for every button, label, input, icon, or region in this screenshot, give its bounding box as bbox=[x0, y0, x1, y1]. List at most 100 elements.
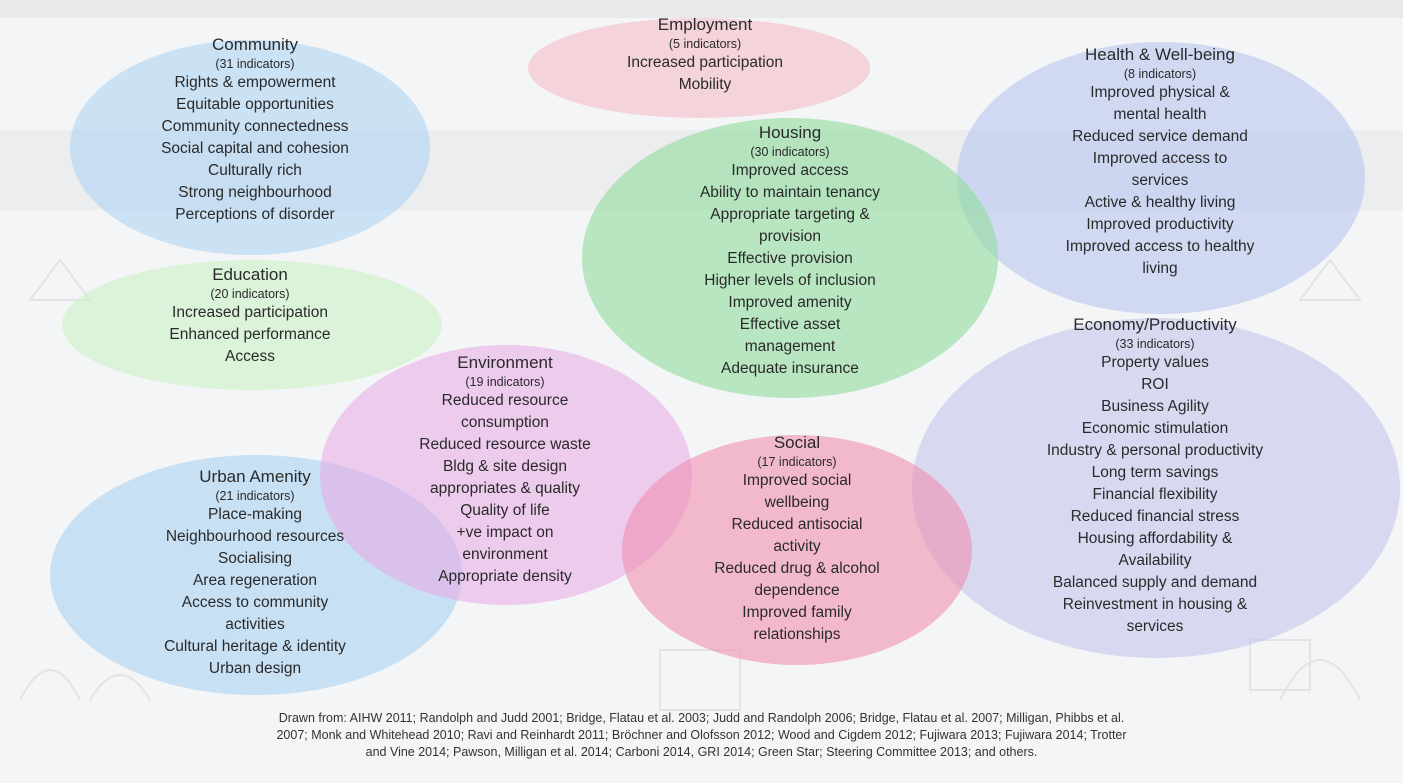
economy-item: Housing affordability & bbox=[1077, 530, 1233, 547]
health-item: mental health bbox=[1113, 106, 1207, 123]
environment-item: Reduced resource bbox=[441, 392, 569, 409]
environment-item: Quality of life bbox=[460, 502, 550, 519]
community-item: Perceptions of disorder bbox=[175, 206, 335, 223]
housing-item: Adequate insurance bbox=[721, 360, 859, 377]
social-item: Improved social bbox=[742, 472, 852, 489]
economy-group: Economy/Productivity (33 indicators) Pro… bbox=[995, 314, 1315, 638]
environment-group: Environment (19 indicators) Reduced reso… bbox=[365, 352, 645, 588]
community-item: Culturally rich bbox=[208, 162, 302, 179]
housing-item: Effective asset bbox=[739, 316, 841, 333]
economy-item: Financial flexibility bbox=[1092, 486, 1218, 503]
economy-item: Reduced financial stress bbox=[1070, 508, 1240, 525]
community-item: Community connectedness bbox=[161, 118, 349, 135]
community-item: Rights & empowerment bbox=[174, 74, 336, 91]
employment-count: (5 indicators) bbox=[668, 37, 742, 51]
environment-title: Environment bbox=[457, 353, 553, 372]
housing-item: provision bbox=[758, 228, 822, 245]
health-item: Reduced service demand bbox=[1072, 128, 1248, 145]
social-item: Reduced antisocial bbox=[731, 516, 863, 533]
economy-item: Economic stimulation bbox=[1081, 420, 1229, 437]
housing-group: Housing (30 indicators) Improved access … bbox=[640, 122, 940, 380]
social-item: wellbeing bbox=[764, 494, 830, 511]
housing-item: Effective provision bbox=[727, 250, 853, 267]
health-item: services bbox=[1131, 172, 1189, 189]
sources-footer: Drawn from: AIHW 2011; Randolph and Judd… bbox=[20, 710, 1383, 761]
economy-title: Economy/Productivity bbox=[1073, 315, 1237, 334]
environment-item: appropriates & quality bbox=[430, 480, 580, 497]
housing-item: Improved access bbox=[731, 162, 849, 179]
economy-bubble bbox=[912, 318, 1400, 658]
social-item: Improved family bbox=[742, 604, 852, 621]
education-item: Enhanced performance bbox=[169, 326, 331, 343]
economy-item: Long term savings bbox=[1091, 464, 1219, 481]
health-item: Improved access to healthy bbox=[1065, 238, 1255, 255]
education-bubble bbox=[62, 260, 442, 390]
urban-item: Place-making bbox=[208, 506, 302, 523]
footer-line: 2007; Monk and Whitehead 2010; Ravi and … bbox=[276, 728, 1127, 742]
economy-count: (33 indicators) bbox=[1115, 337, 1195, 351]
health-title: Health & Well-being bbox=[1085, 45, 1235, 64]
health-item: Improved productivity bbox=[1086, 216, 1234, 233]
footer-line: Drawn from: AIHW 2011; Randolph and Judd… bbox=[278, 711, 1125, 725]
community-item: Social capital and cohesion bbox=[161, 140, 349, 157]
health-bubble bbox=[957, 42, 1365, 314]
education-item: Access bbox=[225, 348, 275, 365]
health-item: Active & healthy living bbox=[1084, 194, 1236, 211]
urban-item: Cultural heritage & identity bbox=[164, 638, 346, 655]
housing-bubble bbox=[582, 118, 998, 398]
community-item: Equitable opportunities bbox=[176, 96, 334, 113]
background-band-top bbox=[0, 0, 1403, 18]
community-item: Strong neighbourhood bbox=[178, 184, 332, 201]
environment-item: Reduced resource waste bbox=[419, 436, 591, 453]
employment-item: Mobility bbox=[678, 76, 732, 93]
health-item: Improved access to bbox=[1092, 150, 1228, 167]
employment-title: Employment bbox=[657, 15, 753, 34]
housing-item: Improved amenity bbox=[728, 294, 852, 311]
social-count: (17 indicators) bbox=[757, 455, 837, 469]
social-item: Reduced drug & alcohol bbox=[714, 560, 880, 577]
employment-item: Increased participation bbox=[627, 54, 783, 71]
housing-item: Higher levels of inclusion bbox=[704, 272, 876, 289]
employment-bubble bbox=[528, 18, 870, 118]
education-item: Increased participation bbox=[172, 304, 328, 321]
environment-item: Appropriate density bbox=[438, 568, 572, 585]
social-bubble bbox=[622, 435, 972, 665]
economy-item: Property values bbox=[1101, 354, 1209, 371]
urban-item: Access to community bbox=[181, 594, 329, 611]
economy-item: Availability bbox=[1118, 552, 1192, 569]
economy-item: Industry & personal productivity bbox=[1046, 442, 1264, 459]
urban-count: (21 indicators) bbox=[215, 489, 295, 503]
urban-item: Area regeneration bbox=[192, 572, 318, 589]
economy-item: Balanced supply and demand bbox=[1052, 574, 1258, 591]
economy-item: ROI bbox=[1141, 376, 1169, 393]
environment-item: +ve impact on bbox=[456, 524, 554, 541]
housing-item: management bbox=[744, 338, 836, 355]
environment-item: environment bbox=[462, 546, 548, 563]
urban-item: Urban design bbox=[208, 660, 302, 677]
urban-item: activities bbox=[225, 616, 285, 633]
employment-group: Employment (5 indicators) Increased part… bbox=[560, 14, 850, 96]
education-title: Education bbox=[212, 265, 288, 284]
economy-item: services bbox=[1126, 618, 1184, 635]
environment-count: (19 indicators) bbox=[465, 375, 545, 389]
health-group: Health & Well-being (8 indicators) Impro… bbox=[1010, 44, 1310, 280]
urban-item: Neighbourhood resources bbox=[165, 528, 345, 545]
urban-item: Socialising bbox=[217, 550, 293, 567]
social-item: relationships bbox=[753, 626, 841, 643]
footer-line: and Vine 2014; Pawson, Milligan et al. 2… bbox=[365, 745, 1038, 759]
community-group: Community (31 indicators) Rights & empow… bbox=[110, 34, 400, 226]
housing-item: Appropriate targeting & bbox=[710, 206, 870, 223]
housing-title: Housing bbox=[758, 123, 822, 142]
housing-count: (30 indicators) bbox=[750, 145, 830, 159]
social-item: dependence bbox=[754, 582, 840, 599]
education-count: (20 indicators) bbox=[210, 287, 290, 301]
health-count: (8 indicators) bbox=[1123, 67, 1197, 81]
social-item: activity bbox=[773, 538, 821, 555]
economy-item: Reinvestment in housing & bbox=[1062, 596, 1248, 613]
housing-item: Ability to maintain tenancy bbox=[699, 184, 881, 201]
health-item: living bbox=[1142, 260, 1178, 277]
economy-item: Business Agility bbox=[1101, 398, 1209, 415]
community-title: Community bbox=[212, 35, 298, 54]
urban-group: Urban Amenity (21 indicators) Place-maki… bbox=[110, 466, 400, 680]
